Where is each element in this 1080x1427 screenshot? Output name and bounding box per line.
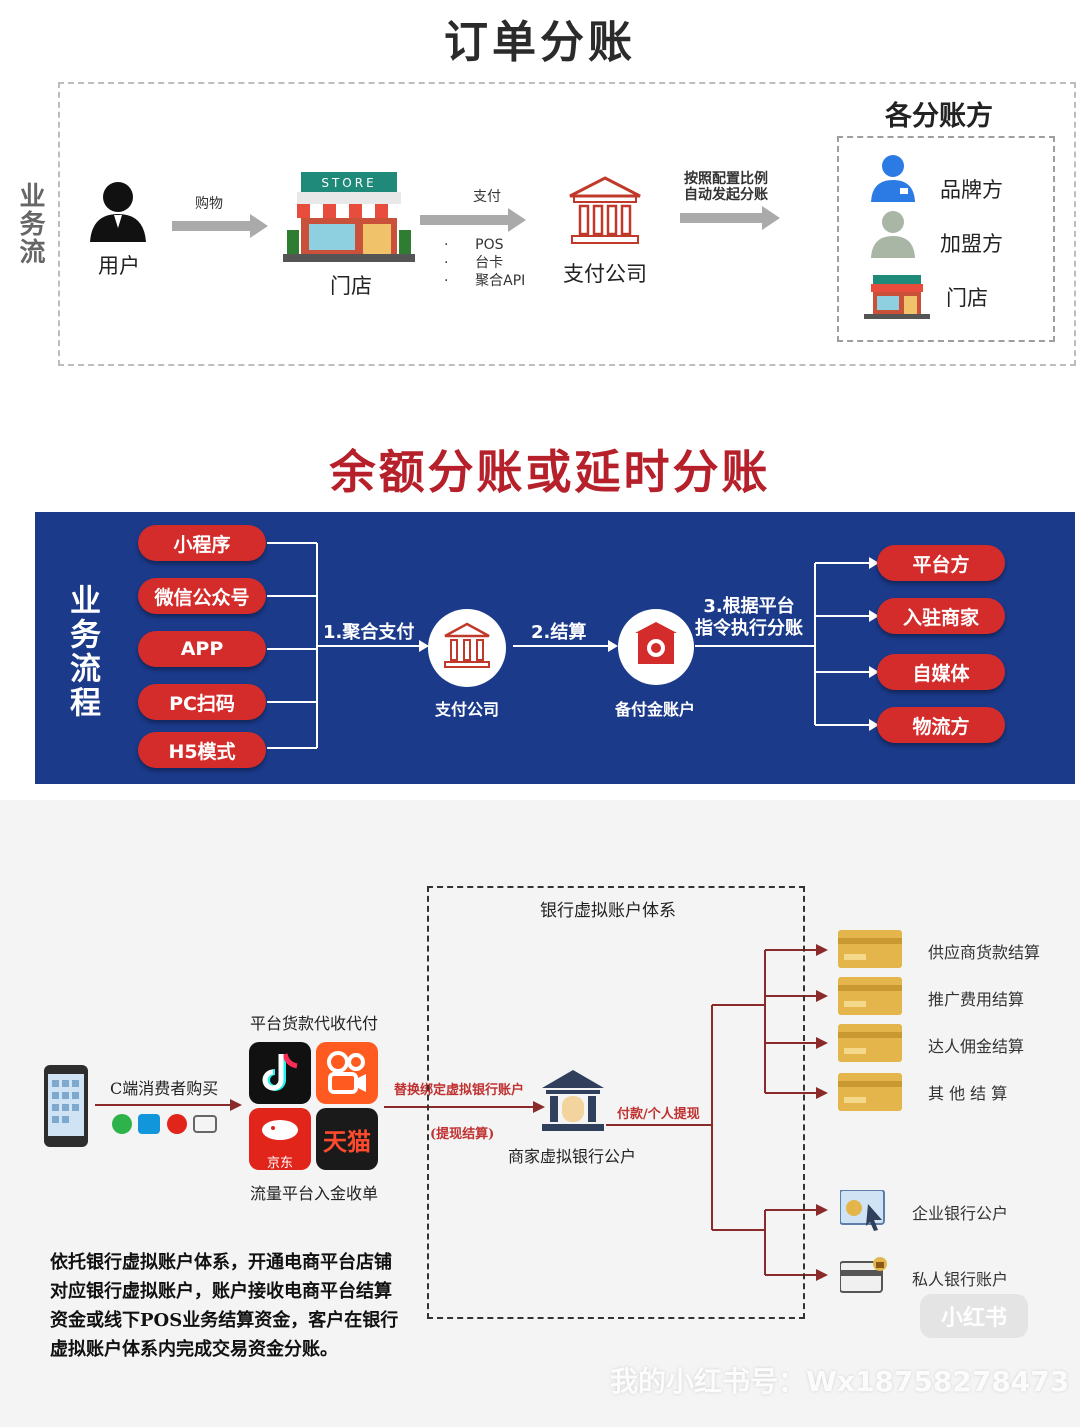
arrow-shop-label: 购物 [195, 196, 223, 212]
bank-virtual-system-frame [427, 886, 805, 1319]
pay-method-item: · 台卡 [444, 255, 504, 271]
target-self-media: 自媒体 [877, 654, 1005, 690]
step2-label: 2.结算 [531, 622, 587, 643]
alipay-icon [138, 1114, 160, 1134]
platform-bottom-label: 流量平台入金收单 [250, 1184, 379, 1203]
source-h5: H5模式 [138, 732, 266, 768]
wechat-pay-icon [112, 1114, 132, 1134]
source-pc-scan: PC扫码 [138, 684, 266, 720]
pay-methods-list: · POS · 台卡 · 聚合API [444, 236, 525, 290]
jd-label: 京东 [266, 1156, 293, 1171]
section2-side-label: 业务流程 [64, 584, 100, 720]
section1-side-label: 业务流 [15, 182, 45, 266]
merchant-bank-icon [542, 1070, 604, 1131]
party-franchise: 加盟方 [940, 232, 1003, 256]
output-influencer: 达人佣金结算 [928, 1037, 1025, 1056]
flow-connectors [267, 542, 879, 749]
output-promotion: 推广费用结算 [928, 990, 1025, 1009]
source-app: APP [138, 631, 266, 667]
section2-title: 余额分账或延时分账 [329, 445, 771, 499]
payment-icons [112, 1114, 217, 1134]
douyin-icon [249, 1042, 311, 1104]
arrow-bind-label: 替换绑定虚拟银行账户 [394, 1083, 525, 1098]
output-corporate: 企业银行公户 [912, 1204, 1009, 1223]
corporate-account-icon [840, 1190, 885, 1231]
consumer-label: C端消费者购买 [110, 1079, 219, 1098]
xiaohongshu-logo: 小红书 [920, 1294, 1028, 1338]
description-paragraph: 依托银行虚拟账户体系，开通电商平台店铺对应银行虚拟账户，账户接收电商平台结算资金… [50, 1252, 399, 1360]
tmall-icon: 天猫 [316, 1108, 378, 1170]
pay-method-item: · 聚合API [444, 273, 526, 289]
pay-method-item: · POS [444, 237, 504, 253]
pay-company-label: 支付公司 [563, 262, 647, 286]
reserve-node-label: 备付金账户 [615, 700, 696, 719]
bank-system-title: 银行虚拟账户体系 [540, 901, 676, 921]
arrow-shop [172, 214, 268, 238]
party-brand: 品牌方 [940, 178, 1003, 202]
jd-pay-icon [167, 1114, 187, 1134]
card-icon [838, 1024, 902, 1062]
reserve-vault-icon [618, 609, 694, 685]
parties-frame [837, 136, 1055, 342]
card-icon [838, 977, 902, 1015]
arrow-pay [420, 208, 526, 232]
arrow-split [680, 206, 780, 230]
private-account-icon [840, 1257, 887, 1293]
card-icon [838, 1073, 902, 1111]
party-store: 门店 [946, 286, 988, 310]
card-icon [838, 930, 902, 968]
flow-panel: 业务流程 小程序 微信公众号 APP PC扫码 H5模式 1.聚合支付 支付公司… [35, 512, 1075, 784]
store-sign-text: STORE [321, 176, 376, 190]
user-label: 用户 [98, 254, 140, 278]
source-miniprogram: 小程序 [138, 525, 266, 561]
store-icon: STORE [283, 172, 415, 262]
parties-title: 各分账方 [885, 101, 993, 132]
arrow-payout-label: 付款/个人提现 [617, 1107, 700, 1122]
output-other: 其 他 结 算 [928, 1084, 1008, 1103]
kuaishou-icon [316, 1042, 378, 1104]
output-private: 私人银行账户 [912, 1270, 1009, 1289]
arrow-pay-label: 支付 [473, 189, 501, 205]
store-label: 门店 [330, 274, 372, 298]
output-supplier: 供应商货款结算 [928, 943, 1041, 962]
step1-label: 1.聚合支付 [323, 622, 415, 643]
section3-connectors [95, 944, 828, 1281]
arrow-withdraw-label: (提现结算) [430, 1127, 495, 1142]
section1-title: 订单分账 [444, 17, 636, 68]
arrow-split-label: 按照配置比例自动发起分账 [684, 171, 768, 203]
platform-top-label: 平台货款代收代付 [250, 1014, 379, 1033]
source-wechat-official: 微信公众号 [138, 578, 266, 614]
card-icon [193, 1115, 217, 1133]
brand-person-icon [871, 155, 915, 202]
target-logistics: 物流方 [877, 707, 1005, 743]
user-icon [90, 182, 146, 242]
section3-background [0, 800, 1080, 1427]
step3-label: 3.根据平台指令执行分账 [695, 596, 803, 639]
section1-frame [58, 82, 1076, 366]
phone-icon [44, 1065, 88, 1147]
watermark-id: 我的小红书号：Wx18758278473 [610, 1365, 1070, 1398]
pay-company-node-label: 支付公司 [435, 700, 500, 719]
target-merchant: 入驻商家 [877, 598, 1005, 634]
jd-icon: 京东 [249, 1108, 311, 1171]
target-platform: 平台方 [877, 545, 1005, 581]
pay-company-bank-icon [428, 609, 506, 687]
bank-icon [569, 176, 641, 244]
franchise-person-icon [871, 211, 915, 258]
store-small-icon [864, 275, 930, 319]
merchant-account-label: 商家虚拟银行公户 [508, 1147, 637, 1166]
